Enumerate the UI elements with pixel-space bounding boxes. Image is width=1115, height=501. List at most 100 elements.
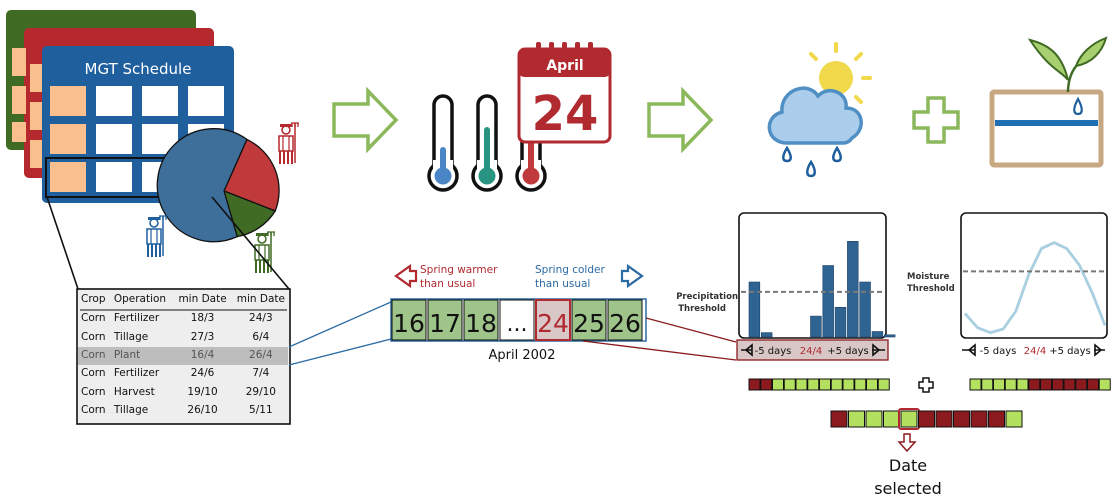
timeline-day-cell xyxy=(427,299,463,341)
timeline-day-label: ... xyxy=(507,312,528,337)
suitable-day-square xyxy=(848,410,865,428)
precip-window-center: 24/4 xyxy=(800,346,822,357)
unsuitable-day-square xyxy=(1051,378,1064,391)
thermometer-icon xyxy=(471,94,503,192)
timeline-day-label: 16 xyxy=(393,309,425,338)
moist-threshold-label-2: Threshold xyxy=(907,284,955,294)
suitable-day-square xyxy=(969,378,982,391)
result-label-1: Date xyxy=(889,456,927,475)
suitable-day-square xyxy=(807,378,820,391)
colder-label-1: Spring colder xyxy=(535,264,605,276)
timeline-day-label: 17 xyxy=(429,309,461,338)
precipitation-bar xyxy=(883,334,896,338)
timeline-day-cell xyxy=(607,299,643,341)
calendar-icon: April 24 xyxy=(517,42,612,144)
timeline-day-cell xyxy=(499,299,535,341)
schedule-cell xyxy=(188,86,224,116)
moist-window-center: 24/4 xyxy=(1024,346,1046,357)
warmer-label-1: Spring warmer xyxy=(420,264,498,276)
moisture-curve xyxy=(963,241,1107,335)
arrow-right-icon-colder xyxy=(620,263,644,289)
arrow-right-icon-2 xyxy=(647,86,714,154)
plus-icon-top xyxy=(912,96,960,144)
suitable-day-square xyxy=(866,378,878,391)
suitable-day-square xyxy=(795,378,808,391)
schedule-cell xyxy=(96,124,132,154)
suitable-day-square xyxy=(1005,410,1023,428)
header-max-date: min Date xyxy=(236,293,285,305)
arrow-left-icon-warmer xyxy=(394,263,418,289)
precip-window-band xyxy=(736,339,889,361)
suitable-day-square xyxy=(772,378,784,391)
unsuitable-day-square xyxy=(1063,378,1076,391)
timeline-day-label: 25 xyxy=(573,309,605,338)
schedule-cell xyxy=(142,86,178,116)
suitable-day-square xyxy=(819,378,831,391)
precipitation-bar xyxy=(847,241,859,338)
suitable-day-square xyxy=(993,378,1005,391)
suitable-day-square xyxy=(1004,378,1017,391)
suitable-day-square xyxy=(865,410,883,428)
unsuitable-day-square xyxy=(1087,378,1099,391)
header-operation: Operation xyxy=(113,293,167,305)
unsuitable-day-square xyxy=(830,410,848,428)
suitable-day-square xyxy=(877,378,890,391)
timeline-day-cell xyxy=(571,299,607,341)
unsuitable-day-square xyxy=(1075,378,1088,391)
precip-threshold-label-2: Threshold xyxy=(678,304,726,314)
suitable-day-square xyxy=(981,378,994,391)
result-label-2: selected xyxy=(874,479,942,498)
precipitation-chart: Precipitation Threshold -5 days 24/4 +5 … xyxy=(676,212,896,361)
soil-plant-icon xyxy=(989,36,1108,168)
precipitation-bar xyxy=(748,281,761,338)
precip-window-right: +5 days xyxy=(827,346,869,357)
table-highlight-band xyxy=(78,347,288,365)
schedule-title: MGT Schedule xyxy=(85,60,192,78)
schedule-cell xyxy=(50,162,86,192)
suitable-day-square xyxy=(1016,378,1029,391)
farmer-icon-red xyxy=(278,122,300,165)
suitable-day-square xyxy=(1098,378,1111,391)
timeline-day-label: 24 xyxy=(537,309,569,338)
header-min-date: min Date xyxy=(178,293,227,305)
schedule-cell xyxy=(50,124,86,154)
timeline-caption: April 2002 xyxy=(489,348,556,363)
unsuitable-day-square xyxy=(918,410,935,428)
unsuitable-day-square xyxy=(988,410,1005,428)
timeline-day-label: 26 xyxy=(609,309,641,338)
precip-window-left: -5 days xyxy=(755,346,792,357)
arrow-right-icon-1 xyxy=(332,86,399,154)
schedule-cell xyxy=(96,162,132,192)
moist-window-right: +5 days xyxy=(1049,346,1091,357)
timeline-day-cell xyxy=(391,299,427,341)
colder-label-2: than usual xyxy=(535,278,590,290)
timeline-day-cell xyxy=(535,299,571,341)
unsuitable-day-square xyxy=(935,410,953,428)
timeline-day-cell xyxy=(463,299,499,341)
schedule-cell xyxy=(50,86,86,116)
moist-window-left: -5 days xyxy=(980,346,1017,357)
unsuitable-day-square xyxy=(760,378,773,391)
pie-slice-red xyxy=(223,138,280,212)
precip-threshold-label-1: Precipitation xyxy=(676,292,738,302)
precipitation-bar xyxy=(822,265,834,338)
back-card-cells xyxy=(12,48,44,168)
calendar-day: 24 xyxy=(532,86,599,142)
moisture-suitability-row xyxy=(969,378,1111,391)
mgt-schedule: MGT Schedule xyxy=(6,10,300,290)
precipitation-bar xyxy=(859,281,871,338)
cloud-rain-sun-icon xyxy=(767,42,872,178)
thermometer-group xyxy=(427,94,547,192)
precipitation-bar xyxy=(834,306,847,338)
thermometer-icon xyxy=(427,94,459,192)
suitable-day-square xyxy=(883,410,900,428)
suitable-day-square xyxy=(854,378,867,391)
